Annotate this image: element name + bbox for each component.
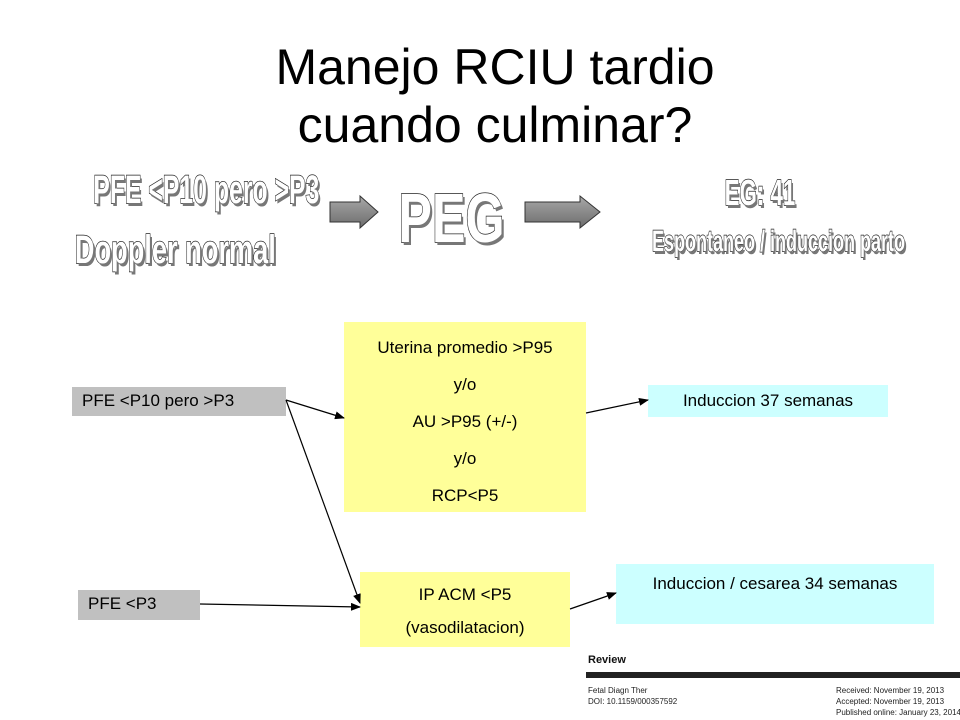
review-accepted: Accepted: November 19, 2013 xyxy=(836,697,945,706)
review-journal: Fetal Diagn Ther xyxy=(588,686,648,695)
ip-acm-line: (vasodilatacion) xyxy=(405,618,525,637)
wordart-right-line1: EG: 41 xyxy=(724,171,796,214)
review-citation: Review Fetal Diagn Ther DOI: 10.1159/000… xyxy=(586,648,960,720)
node-induccion-37: Induccion 37 semanas xyxy=(648,385,888,417)
criteria-line: y/o xyxy=(453,375,477,394)
criteria-line: RCP<P5 xyxy=(431,486,499,505)
wordart-center-peg: PEG xyxy=(398,178,506,258)
induccion-34-label: Induccion / cesarea 34 semanas xyxy=(652,574,898,593)
criteria-line: Uterina promedio >P95 xyxy=(377,338,553,357)
criteria-line: y/o xyxy=(453,449,477,468)
review-divider xyxy=(586,672,960,678)
block-arrow-left xyxy=(329,194,379,230)
node-induccion-34: Induccion / cesarea 34 semanas xyxy=(616,564,934,624)
review-published: Published online: January 23, 2014 xyxy=(836,708,960,717)
review-label: Review xyxy=(588,654,626,666)
node-doppler-criteria: Uterina promedio >P95 y/o AU >P95 (+/-) … xyxy=(344,322,586,512)
ip-acm-line: IP ACM <P5 xyxy=(418,585,512,604)
node-pfe-p10-p3: PFE <P10 pero >P3 xyxy=(72,387,286,416)
arrow-pfe-p3-to-ip-acm xyxy=(199,602,361,611)
node-pfe-p3: PFE <P3 xyxy=(78,590,200,620)
wordart-right-line2: Espontaneo / induccion parto xyxy=(652,224,906,259)
slide-title-line2: cuando culminar? xyxy=(297,97,693,153)
criteria-line: AU >P95 (+/-) xyxy=(412,412,518,431)
arrow-criteria-to-induccion-37 xyxy=(585,397,649,414)
block-arrow-right xyxy=(524,194,601,230)
slide-title-line1: Manejo RCIU tardio xyxy=(275,39,715,95)
review-doi: DOI: 10.1159/000357592 xyxy=(588,697,678,706)
arrow-ip-acm-to-induccion-34 xyxy=(569,592,617,610)
wordart-left-line2: Doppler normal xyxy=(74,227,276,273)
node-ip-acm: IP ACM <P5 (vasodilatacion) xyxy=(360,572,570,647)
review-received: Received: November 19, 2013 xyxy=(836,686,945,695)
arrow-pfe-to-ip-acm xyxy=(285,399,361,604)
arrow-pfe-to-criteria xyxy=(285,399,345,420)
